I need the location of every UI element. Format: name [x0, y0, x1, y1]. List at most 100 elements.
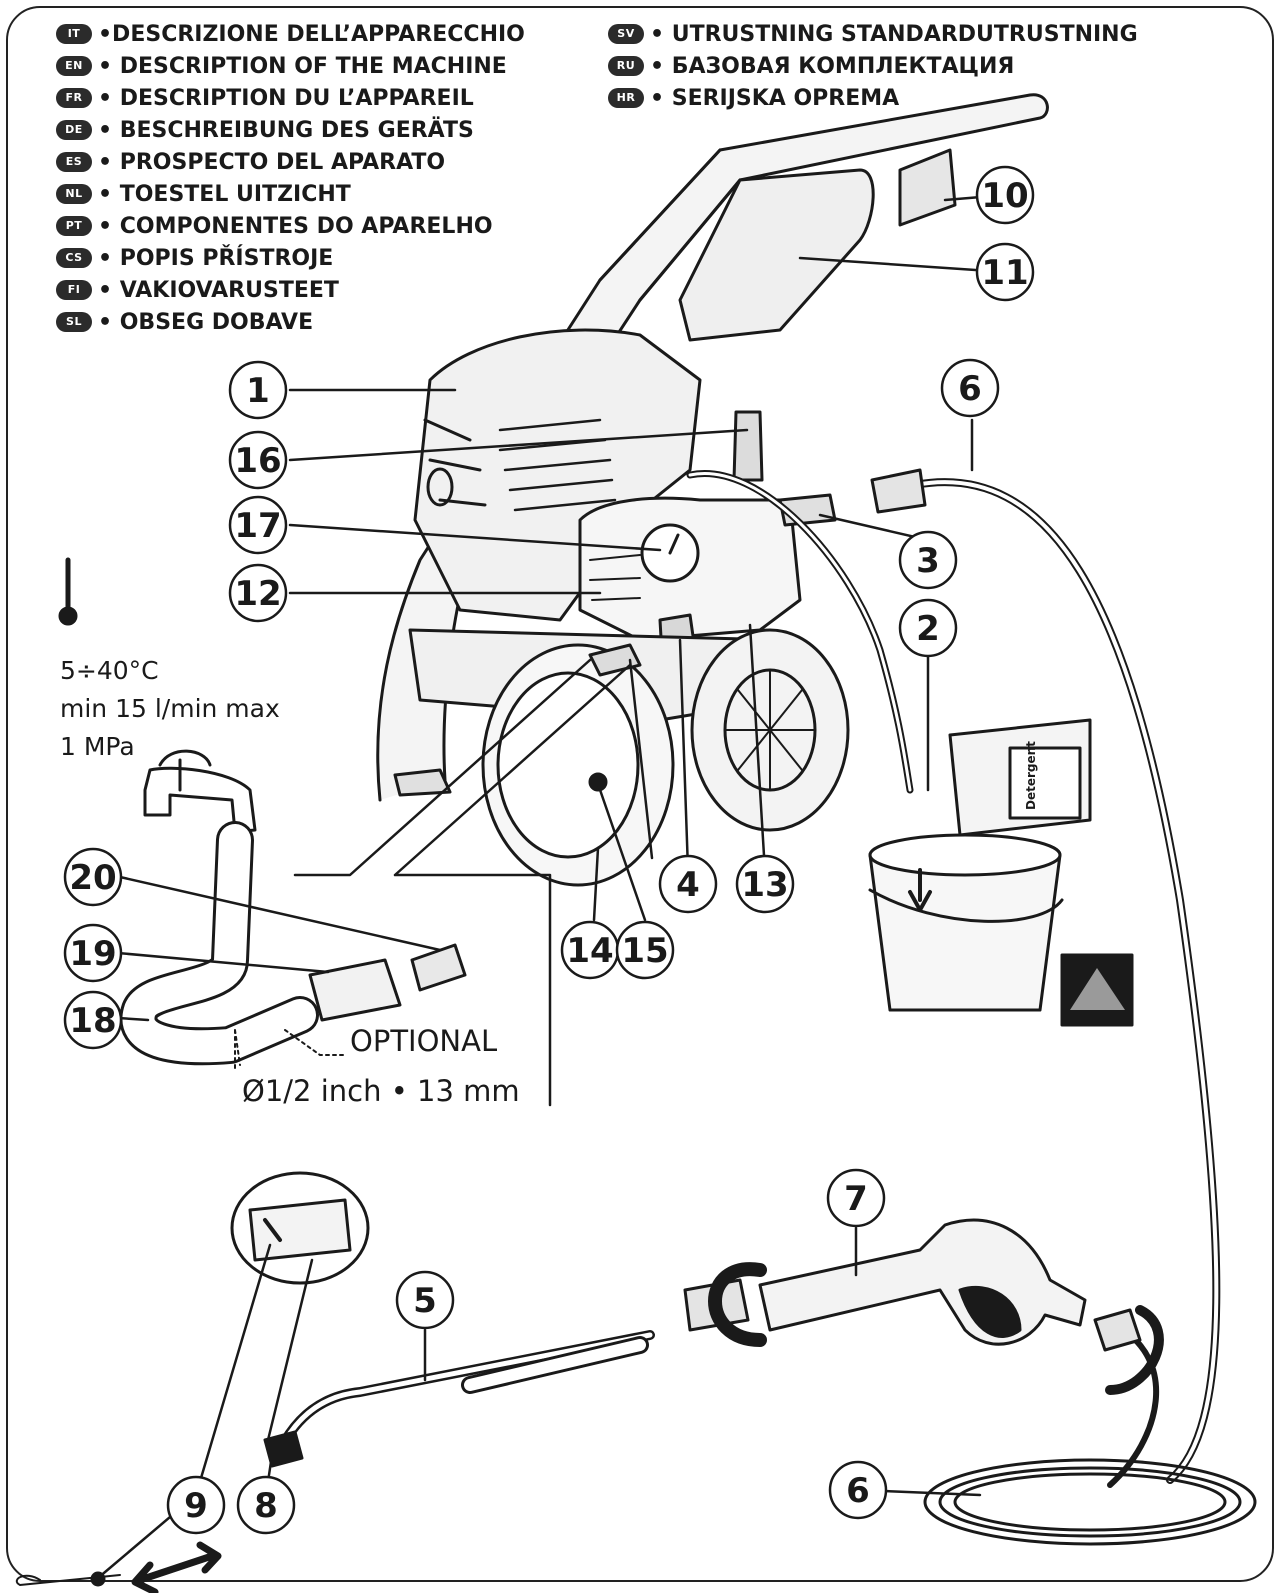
legend-text: • OBSEG DOBAVE	[98, 309, 314, 335]
hose-adapter	[410, 943, 467, 992]
bucket-handle	[868, 888, 1064, 923]
spray-gun	[758, 1218, 1087, 1346]
callout-label: 11	[981, 253, 1028, 293]
language-badge: EN	[56, 56, 92, 76]
callout-9: 9	[166, 1475, 226, 1535]
legend-text: • TOESTEL UITZICHT	[98, 181, 351, 207]
callout-4: 4	[658, 854, 718, 914]
gun-trigger	[958, 1285, 1022, 1338]
legend-row-en: EN• DESCRIPTION OF THE MACHINE	[56, 50, 525, 82]
legend-text: • BESCHREIBUNG DES GERÄTS	[98, 117, 474, 143]
language-badge: SL	[56, 312, 92, 332]
callout-16: 16	[228, 430, 288, 490]
callout-label: 12	[234, 574, 281, 614]
callout-14: 14	[560, 920, 620, 980]
callout-label: 9	[184, 1486, 208, 1526]
legend-text: • SERIJSKA OPREMA	[650, 85, 900, 111]
legend-text: • UTRUSTNING STANDARDUTRUSTNING	[650, 21, 1138, 47]
language-badge: SV	[608, 24, 644, 44]
callout-label: 2	[916, 609, 940, 649]
callout-11: 11	[975, 242, 1035, 302]
callout-label: 7	[844, 1179, 868, 1219]
language-badge: CS	[56, 248, 92, 268]
cable-hook	[898, 148, 957, 227]
double-arrow	[131, 1541, 222, 1593]
legend-row-cs: CS • POPIS PŘÍSTROJE	[56, 242, 525, 274]
language-badge: HR	[608, 88, 644, 108]
nozzle-detail	[230, 1171, 370, 1285]
hose-diameter-label: Ø1/2 inch • 13 mm	[242, 1074, 520, 1108]
water-spec: 5÷40°C min 15 l/min max 1 MPa	[60, 652, 280, 766]
legend-row-es: ES• PROSPECTO DEL APARATO	[56, 146, 525, 178]
callout-5: 5	[395, 1270, 455, 1330]
legend-text: • БАЗОВАЯ КОМПЛЕКТАЦИЯ	[650, 53, 1015, 79]
hose-coupler-top	[870, 468, 927, 514]
callout-7: 7	[826, 1168, 886, 1228]
legend-row-pt: PT • COMPONENTES DO APARELHO	[56, 210, 525, 242]
temperature-spec: 5÷40°C	[60, 656, 159, 685]
accessory-plate	[678, 168, 875, 342]
legend-text: • PROSPECTO DEL APARATO	[98, 149, 446, 175]
callout-1: 1	[228, 360, 288, 420]
foot	[393, 768, 452, 797]
callout-label: 18	[69, 1001, 116, 1041]
callout-label: 16	[234, 441, 281, 481]
callout-label: 15	[621, 931, 668, 971]
language-badge: NL	[56, 184, 92, 204]
callout-label: 10	[981, 176, 1028, 216]
callout-label: 17	[234, 506, 281, 546]
callout-2: 2	[898, 598, 958, 658]
callout-label: 3	[916, 541, 940, 581]
hose-coil	[923, 1458, 1257, 1546]
nozzle	[263, 1430, 304, 1468]
legend-text: • COMPONENTES DO APARELHO	[98, 213, 493, 239]
language-badge: RU	[608, 56, 644, 76]
legend-text: •DESCRIZIONE DELL’APPARECCHIO	[98, 21, 525, 47]
bucket-arrow	[908, 868, 932, 912]
callout-label: 6	[846, 1471, 870, 1511]
callout-13: 13	[735, 854, 795, 914]
callout-20: 20	[63, 847, 123, 907]
language-badge: PT	[56, 216, 92, 236]
callout-12: 12	[228, 563, 288, 623]
legend-row-sl: SL • OBSEG DOBAVE	[56, 306, 525, 338]
wheel-hub	[588, 772, 608, 792]
callout-label: 20	[69, 858, 116, 898]
language-badge: FI	[56, 280, 92, 300]
callout-label: 6	[958, 369, 982, 409]
legend-row-de: DE• BESCHREIBUNG DES GERÄTS	[56, 114, 525, 146]
language-badge: FR	[56, 88, 92, 108]
rotate-arrow-left	[708, 1262, 767, 1347]
language-badge: IT	[56, 24, 92, 44]
pressure-regulator	[732, 410, 764, 482]
callout-8: 8	[236, 1475, 296, 1535]
legend-row-ru: RU • БАЗОВАЯ КОМПЛЕКТАЦИЯ	[608, 50, 1138, 82]
hose-coupling	[308, 958, 402, 1022]
callout-label: 8	[254, 1486, 278, 1526]
flow-spec: min 15 l/min max	[60, 694, 280, 723]
gun-hose-fitting	[1093, 1308, 1142, 1352]
legend-row-it: IT •DESCRIZIONE DELL’APPARECCHIO	[56, 18, 525, 50]
legend-row-nl: NL • TOESTEL UITZICHT	[56, 178, 525, 210]
callout-label: 4	[676, 865, 700, 905]
detergent-label-box	[1008, 746, 1082, 820]
callout-19: 19	[63, 923, 123, 983]
legend-text: • DESCRIPTION DU L’APPAREIL	[98, 85, 474, 111]
legend-right: SV • UTRUSTNING STANDARDUTRUSTNING RU • БАЗ…	[608, 18, 1138, 114]
faucet-handle	[158, 749, 212, 792]
callout-label: 1	[246, 371, 270, 411]
rotate-arrow-right	[1105, 1305, 1164, 1395]
callout-label: 14	[566, 931, 613, 971]
callout-6: 6	[828, 1460, 888, 1520]
legend-text: • POPIS PŘÍSTROJE	[98, 245, 334, 271]
callout-3: 3	[898, 530, 958, 590]
callout-10: 10	[975, 165, 1035, 225]
legend-row-fr: FR • DESCRIPTION DU L’APPAREIL	[56, 82, 525, 114]
callout-label: 5	[413, 1281, 437, 1321]
callout-label: 13	[741, 865, 788, 905]
optional-label: OPTIONAL	[350, 1024, 498, 1058]
pressure-spec: 1 MPa	[60, 732, 135, 761]
detergent-text: Detergent	[1024, 741, 1038, 810]
